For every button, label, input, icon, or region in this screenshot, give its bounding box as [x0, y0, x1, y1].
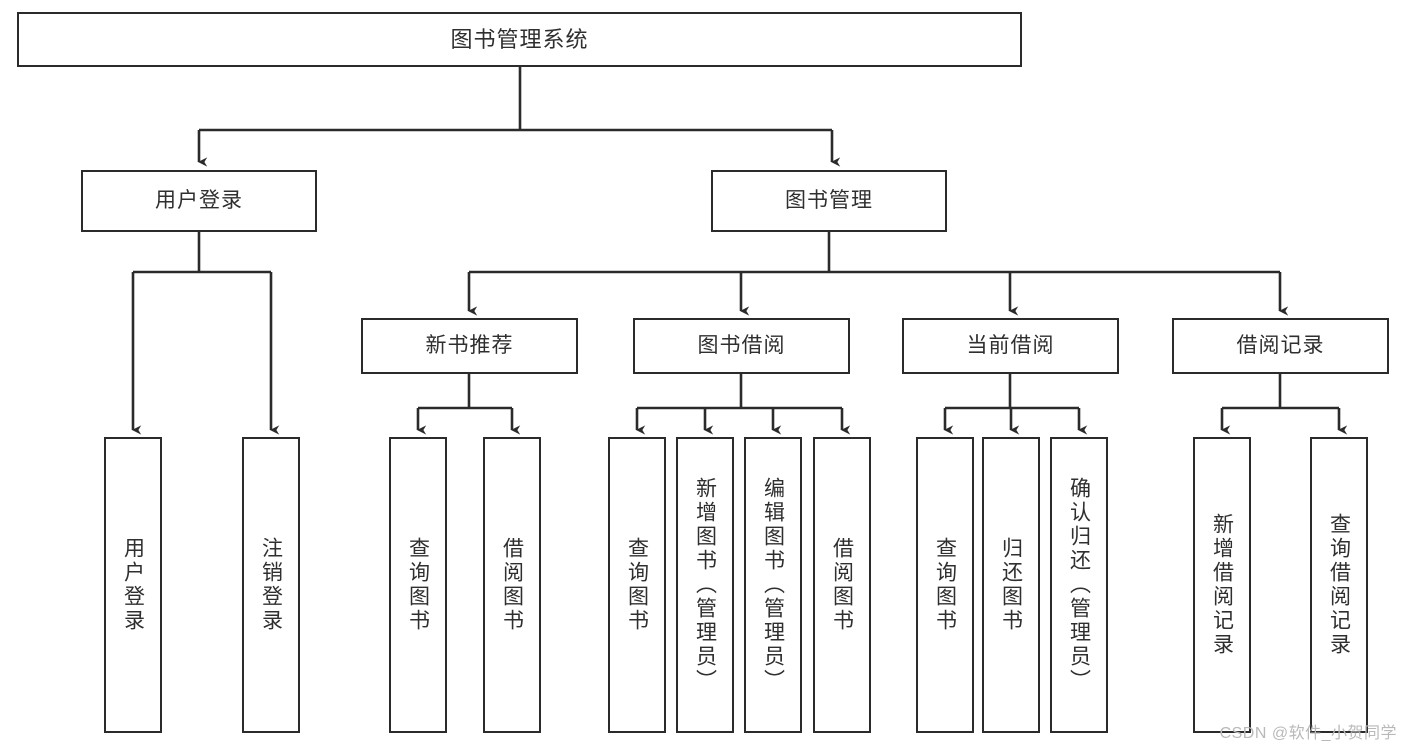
- node-label: 归还图书: [999, 537, 1023, 633]
- leaf-record-query-record[interactable]: 查询借阅记录: [1310, 437, 1368, 733]
- node-label: 确认归还（管理员）: [1067, 477, 1091, 693]
- node-label: 查询图书: [625, 537, 649, 633]
- node-label: 借阅图书: [830, 537, 854, 633]
- leaf-borrow-add-book-admin[interactable]: 新增图书（管理员）: [676, 437, 734, 733]
- node-new-book-recommendation[interactable]: 新书推荐: [361, 318, 578, 374]
- node-label: 查询借阅记录: [1327, 513, 1351, 657]
- leaf-borrow-borrow-book[interactable]: 借阅图书: [813, 437, 871, 733]
- leaf-record-add-record[interactable]: 新增借阅记录: [1193, 437, 1251, 733]
- node-label: 借阅记录: [1236, 333, 1325, 357]
- leaf-current-query-book[interactable]: 查询图书: [916, 437, 974, 733]
- node-label: 新书推荐: [425, 333, 514, 357]
- node-label: 借阅图书: [500, 537, 524, 633]
- node-label: 图书管理: [785, 188, 873, 212]
- node-borrowing-record[interactable]: 借阅记录: [1172, 318, 1389, 374]
- leaf-current-confirm-return-admin[interactable]: 确认归还（管理员）: [1050, 437, 1108, 733]
- node-label: 用户登录: [155, 188, 243, 212]
- leaf-user-login-login[interactable]: 用户登录: [104, 437, 162, 733]
- leaf-borrow-query-book[interactable]: 查询图书: [608, 437, 666, 733]
- leaf-new-book-borrow[interactable]: 借阅图书: [483, 437, 541, 733]
- leaf-current-return-book[interactable]: 归还图书: [982, 437, 1040, 733]
- node-label: 编辑图书（管理员）: [761, 477, 785, 693]
- node-label: 注销登录: [259, 537, 283, 633]
- node-label: 图书管理系统: [450, 26, 589, 52]
- node-label: 查询图书: [406, 537, 430, 633]
- leaf-new-book-query[interactable]: 查询图书: [389, 437, 447, 733]
- node-label: 新增图书（管理员）: [693, 477, 717, 693]
- leaf-borrow-edit-book-admin[interactable]: 编辑图书（管理员）: [744, 437, 802, 733]
- node-label: 当前借阅: [966, 333, 1055, 357]
- leaf-user-login-logout[interactable]: 注销登录: [242, 437, 300, 733]
- node-root-system[interactable]: 图书管理系统: [17, 12, 1022, 67]
- node-book-management[interactable]: 图书管理: [711, 170, 947, 232]
- node-book-borrowing[interactable]: 图书借阅: [633, 318, 850, 374]
- node-label: 新增借阅记录: [1210, 513, 1234, 657]
- node-current-borrowing[interactable]: 当前借阅: [902, 318, 1119, 374]
- node-label: 图书借阅: [697, 333, 786, 357]
- node-label: 用户登录: [121, 537, 145, 633]
- node-user-login[interactable]: 用户登录: [81, 170, 317, 232]
- node-label: 查询图书: [933, 537, 957, 633]
